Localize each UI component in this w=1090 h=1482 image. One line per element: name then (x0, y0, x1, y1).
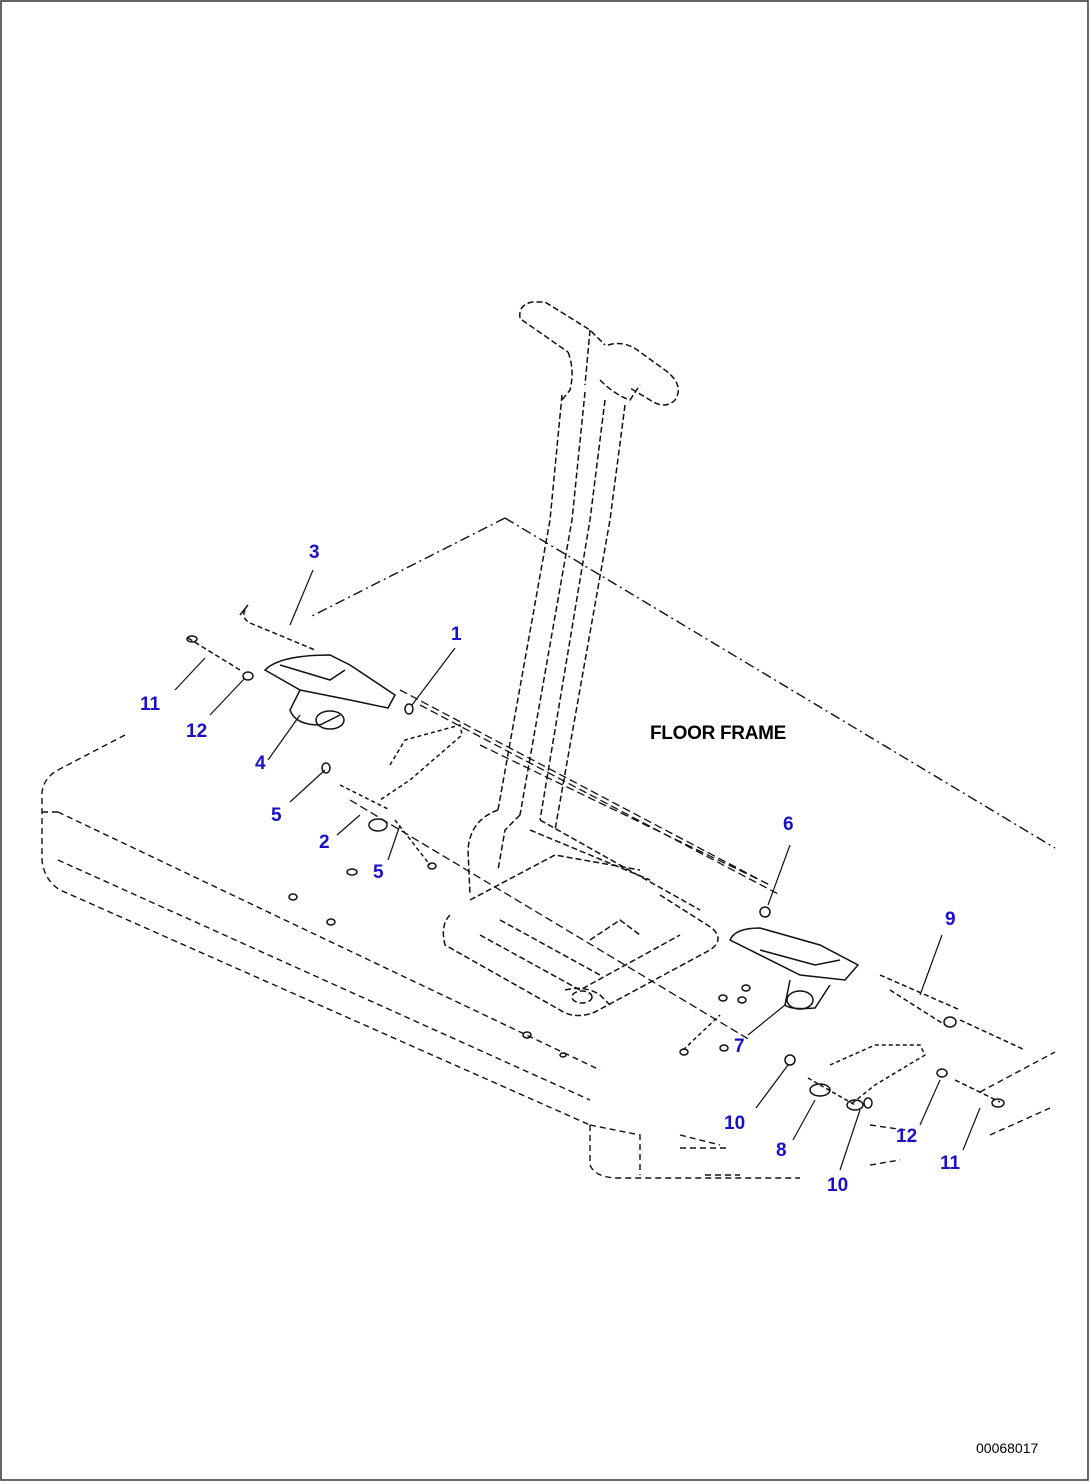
callout-3: 3 (309, 542, 320, 563)
drawing-number: 00068017 (976, 1440, 1039, 1456)
callout-11-right: 11 (940, 1153, 961, 1174)
lever-base (442, 819, 719, 1017)
callout-9: 9 (945, 909, 956, 930)
callout-8: 8 (776, 1140, 787, 1161)
callout-2: 2 (319, 832, 330, 853)
callout-5-lower: 5 (373, 862, 384, 883)
callout-5-upper: 5 (271, 805, 282, 826)
right-pedal-assembly (679, 906, 1026, 1111)
callout-1: 1 (451, 624, 462, 645)
callout-12-left: 12 (186, 721, 208, 742)
floor-frame-outline (311, 517, 1056, 849)
floor-plate (41, 734, 1056, 1179)
callout-7: 7 (734, 1036, 745, 1057)
callout-6: 6 (783, 814, 794, 835)
callout-10-lower: 10 (827, 1175, 849, 1196)
callout-12-right: 12 (896, 1126, 918, 1147)
leader-lines (174, 569, 981, 1171)
callout-11-left: 11 (140, 694, 161, 715)
floor-frame-label: FLOOR FRAME (650, 723, 787, 744)
callout-10-upper: 10 (724, 1113, 746, 1134)
lever-handle (467, 301, 680, 896)
connecting-rods (349, 689, 781, 1041)
callout-4: 4 (255, 753, 266, 774)
left-pedal-assembly (186, 604, 567, 1058)
